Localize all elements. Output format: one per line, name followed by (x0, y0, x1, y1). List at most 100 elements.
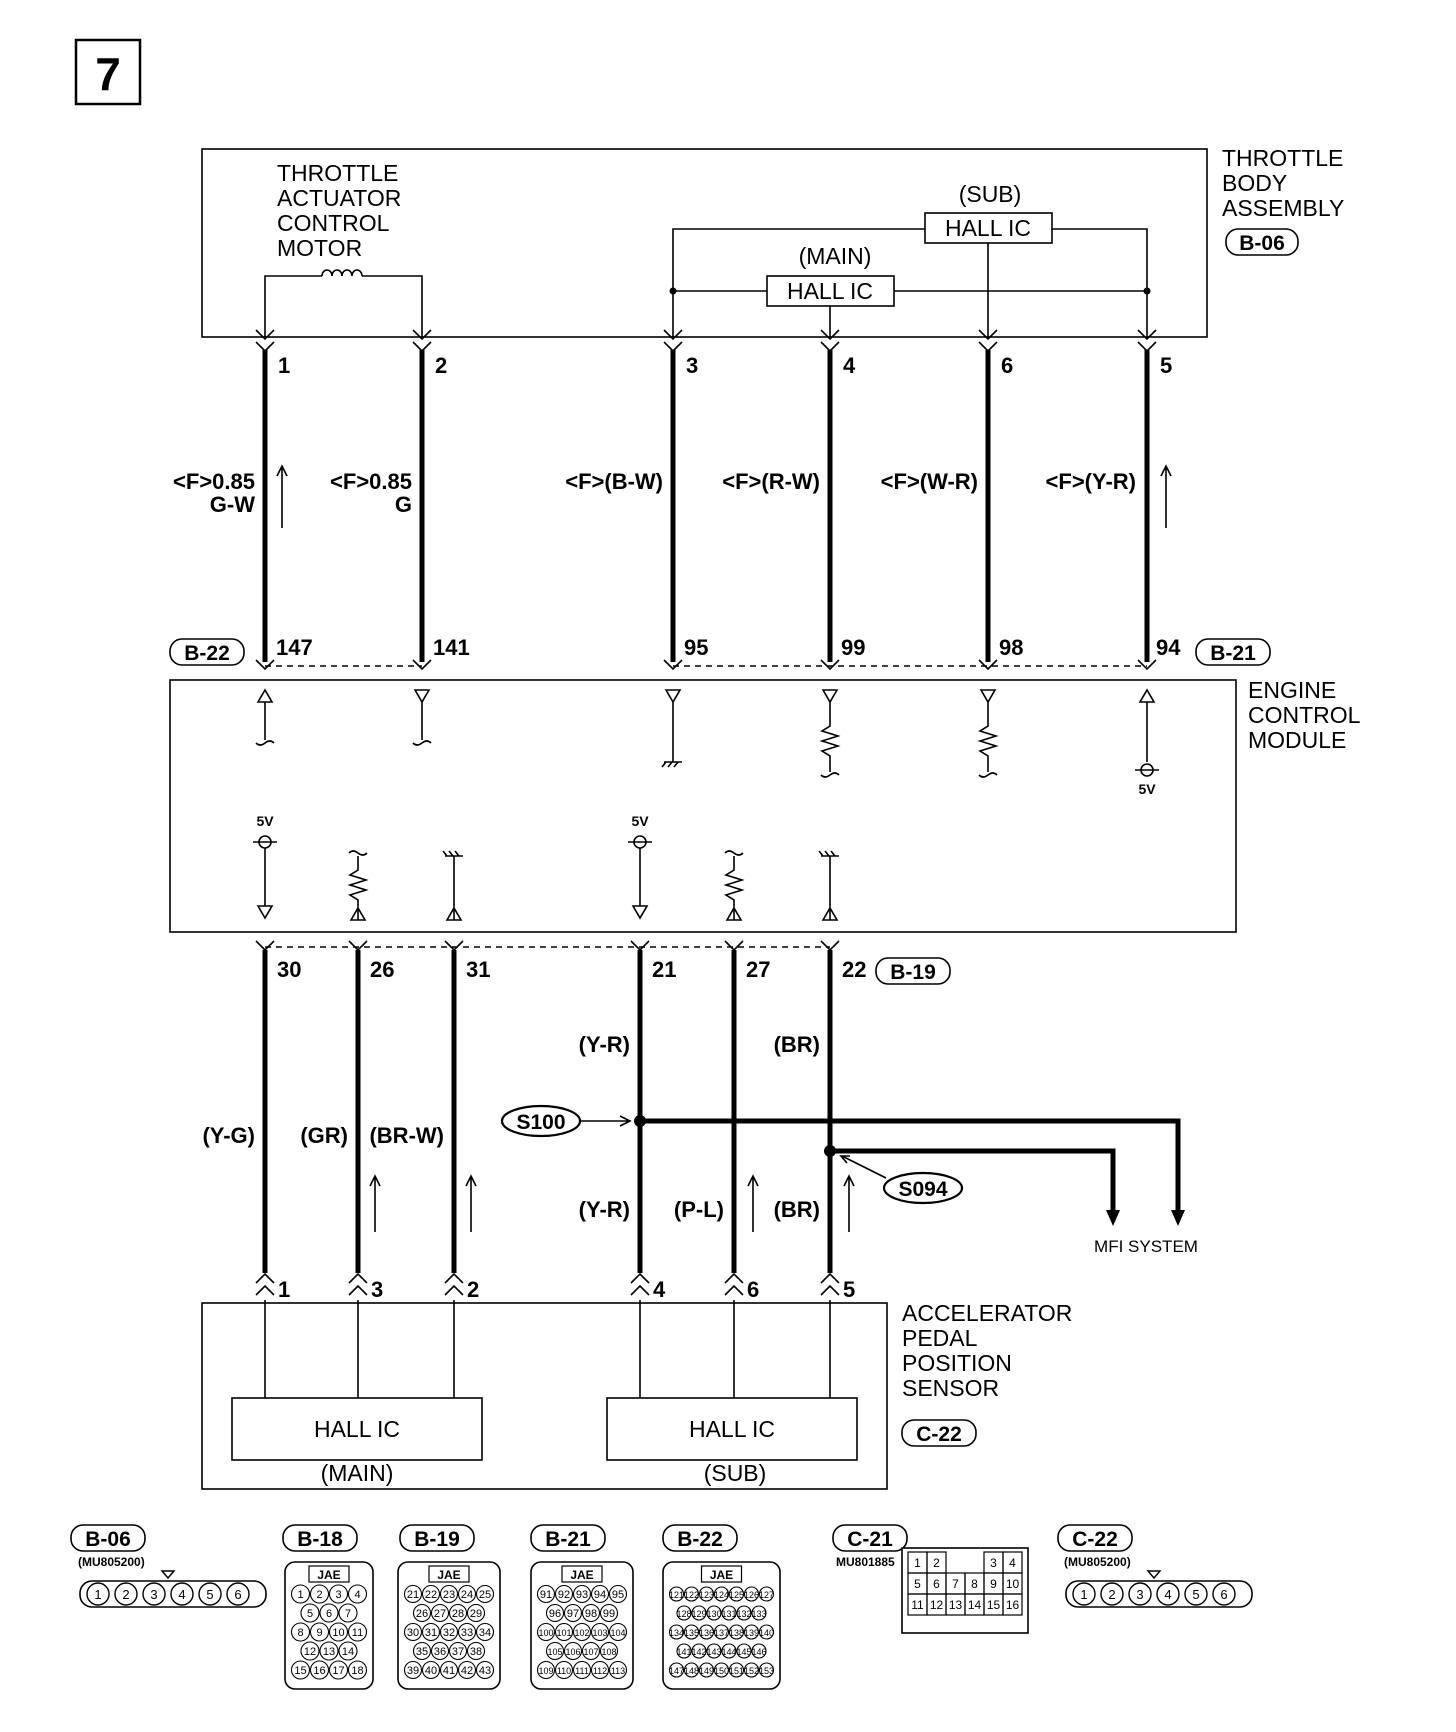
connector-view-b-22-tag: B-22 (677, 1528, 723, 1551)
connector-view-b-22-pin-123 (698, 1586, 715, 1602)
connector-view-c-22-pin-label: 1 (1080, 1587, 1087, 1602)
signal-direction-arrows (276, 464, 1172, 528)
connector-view-b-21-pin-110 (554, 1660, 574, 1680)
connector-view-b-22-pin-label: 151 (729, 1666, 744, 1676)
mfi-arrows (1106, 1210, 1185, 1226)
connector-view-b-19-tag: B-19 (414, 1528, 460, 1551)
connector-view-b-22-pin-121 (668, 1586, 685, 1602)
connector-view-b-21-pin-label: 105 (547, 1647, 562, 1657)
ecm-label-1: ENGINE (1248, 677, 1336, 703)
throttle-body-box (201, 148, 1208, 338)
connector-tag-b22: B-22 (184, 642, 230, 665)
connector-view-b-18-pin-label: 18 (351, 1665, 363, 1677)
connector-view-b-22-pin-134 (668, 1624, 685, 1640)
tb-pin-3: 3 (686, 353, 698, 378)
tb-connector-marks (255, 329, 1157, 353)
sensor-connector-marks (255, 1272, 840, 1296)
connector-view-b-18-pin-5 (300, 1603, 320, 1623)
connector-view-b-22-pin-label: 123 (699, 1590, 714, 1600)
connector-view-b-19-pin-label: 43 (479, 1665, 491, 1677)
connector-view-b-22-pin-label: 147 (669, 1666, 684, 1676)
connector-view-b-06-pin-1 (86, 1582, 110, 1606)
apps-box (201, 1302, 888, 1490)
connector-view-b-18-pin-4 (347, 1584, 368, 1604)
connector-view-b-18-pin-10 (328, 1622, 349, 1642)
connector-view-c-21-pin-label: 4 (1009, 1556, 1016, 1570)
connector-view-c-21-pin-label: 11 (911, 1598, 924, 1612)
connector-view-b-18-pin-17 (328, 1660, 349, 1680)
hall-sub-top-tag: (SUB) (959, 181, 1022, 207)
ecm-internal-upper (255, 688, 1159, 778)
connector-view-b-22-pin-label: 152 (744, 1666, 759, 1676)
connector-view-b-19-pin-29 (466, 1603, 486, 1623)
hall-sub-bottom-box (606, 1397, 858, 1461)
connector-view-c-21-tag-box (832, 1524, 908, 1552)
connector-view-c-21-pin-label: 1 (914, 1556, 921, 1570)
connector-view-b-19-pin-label: 37 (452, 1646, 464, 1658)
connector-view-b-19-pin-42 (457, 1660, 477, 1680)
signal-direction-arrows-lower (369, 1174, 855, 1232)
connector-view-b-18-pin-label: 4 (354, 1589, 360, 1601)
connector-view-b-21-pin-label: 101 (556, 1628, 571, 1638)
apps-label-2: PEDAL (902, 1325, 978, 1351)
connector-view-c-22-pin-1 (1072, 1582, 1096, 1606)
connector-view-b-22-pin-129 (691, 1605, 707, 1621)
connector-view-b-21-pin-label: 96 (549, 1608, 561, 1620)
connector-view-b-21-pin-111 (572, 1660, 592, 1680)
connector-view-b-18-pin-3 (328, 1584, 349, 1604)
ecm-pin-99: 99 (841, 635, 865, 660)
connector-tag-b06: B-06 (1239, 232, 1285, 255)
connector-view-b-21-pin-102 (572, 1622, 592, 1642)
connector-view-c-22-tag: C-22 (1072, 1528, 1118, 1551)
connector-view-c-21-shell (901, 1547, 1029, 1634)
tb-pin-6: 6 (1001, 353, 1013, 378)
connector-view-b-19-pin-21 (403, 1584, 423, 1604)
connector-view-b-22-pin-label: 127 (759, 1590, 774, 1600)
connector-view-b-22-pin-label: 138 (729, 1628, 744, 1638)
connector-view-b-22-pin-label: 139 (744, 1628, 759, 1638)
junction-dot (669, 287, 677, 295)
ecm-upper-connector-marks (255, 659, 1157, 671)
wire-label-147a: <F>0.85 (173, 469, 255, 494)
connector-view-b-18-pin-2 (309, 1584, 330, 1604)
connector-view-b-21-pin-109 (536, 1660, 556, 1680)
connector-view-b-06-pin-label: 2 (122, 1587, 129, 1602)
connector-view-b-22-pin-label: 146 (751, 1647, 766, 1657)
connector-view-b-18-shell (284, 1561, 374, 1690)
ecm-pin-27: 27 (746, 957, 770, 982)
hall-main-bottom-box (231, 1397, 483, 1461)
connector-view-b-22-pin-146 (751, 1643, 767, 1659)
tb-pin-2: 2 (435, 353, 447, 378)
ecm-pin-31: 31 (466, 957, 490, 982)
connector-view-b-06-tag: B-06 (85, 1528, 131, 1551)
connector-view-b-22-pin-141 (676, 1643, 692, 1659)
wire-label-21-top: (Y-R) (579, 1032, 630, 1057)
connector-view-b-22-pin-label: 149 (699, 1666, 714, 1676)
connector-view-b-19-pin-40 (421, 1660, 441, 1680)
connector-view-b-18-pin-label: 1 (297, 1589, 303, 1601)
connector-view-b-22-pin-130 (706, 1605, 722, 1621)
connector-view-b-06-pin-4 (170, 1582, 194, 1606)
sensor-pin-4: 4 (653, 1277, 666, 1302)
tb-pin-1: 1 (278, 353, 290, 378)
connector-view-b-19-pin-label: 26 (416, 1608, 428, 1620)
connector-view-b-22-pin-133 (751, 1605, 767, 1621)
connector-view-c-22-pin-5 (1184, 1582, 1208, 1606)
connector-view-b-21-pin-91 (536, 1584, 556, 1604)
connector-view-b-18-pin-label: 10 (332, 1627, 344, 1639)
throttle-body-label-1: THROTTLE (1222, 145, 1343, 171)
wire-label-141b: G (395, 492, 412, 517)
connector-view-b-18-pin-14 (338, 1641, 358, 1661)
connector-view-c-22-pin-label: 2 (1108, 1587, 1115, 1602)
connector-view-b-21-pin-label: 92 (558, 1589, 570, 1601)
connector-view-b-06-pin-6 (226, 1582, 250, 1606)
connector-view-c-22-shell (1065, 1580, 1253, 1608)
connector-view-c-21-pin-label: 9 (990, 1577, 997, 1591)
connector-view-b-21-pin-label: 112 (593, 1666, 607, 1676)
tb-pin-4: 4 (843, 353, 856, 378)
connector-view-b-06-pin-5 (198, 1582, 222, 1606)
connector-view-b-19-pin-label: 21 (407, 1589, 419, 1601)
connector-view-b-19-pin-38 (466, 1641, 486, 1661)
connector-view-b-21-pin-98 (581, 1603, 601, 1623)
connector-view-b-22-pin-124 (713, 1586, 730, 1602)
